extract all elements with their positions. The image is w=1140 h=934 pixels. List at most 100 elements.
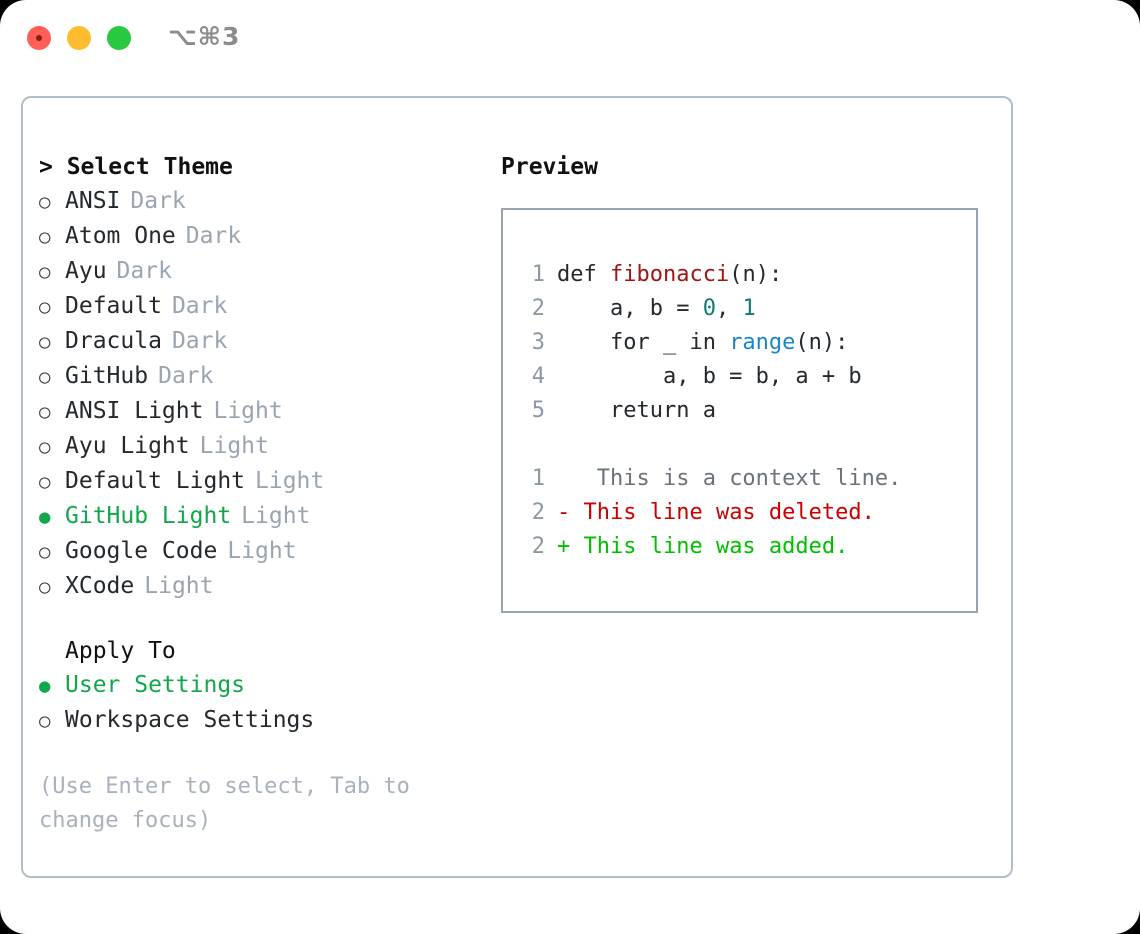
line-number: 1: [531, 262, 545, 287]
apply-to-header: Apply To: [65, 638, 176, 664]
help-text: (Use Enter to select, Tab to change focu…: [39, 774, 424, 833]
radio-unselected-icon: ○: [39, 710, 51, 732]
theme-item-default-light[interactable]: ○ Default Light Light: [39, 464, 479, 499]
theme-item-variant: Light: [241, 503, 311, 529]
code-text: a, b = 0, 1: [557, 292, 756, 326]
theme-item-variant: Light: [199, 433, 269, 459]
code-token: for _ in: [557, 330, 730, 355]
apply-to-item-user-settings[interactable]: ● User Settings: [39, 668, 479, 703]
radio-selected-icon: ●: [39, 675, 51, 697]
radio-unselected-icon: ○: [39, 366, 51, 388]
code-token: ,: [715, 296, 743, 321]
line-number: 1: [531, 466, 545, 491]
theme-item-default[interactable]: ○ Default Dark: [39, 289, 479, 324]
radio-unselected-icon: ○: [39, 401, 51, 423]
code-token: range: [729, 330, 796, 355]
theme-item-dracula[interactable]: ○ Dracula Dark: [39, 324, 479, 359]
theme-item-variant: Light: [144, 573, 214, 599]
line-number: 5: [531, 398, 545, 423]
code-token: 0: [702, 296, 716, 321]
code-text: def fibonacci(n):: [557, 258, 782, 292]
code-line: 5 return a: [519, 394, 901, 428]
theme-item-label: Atom One: [65, 223, 176, 249]
theme-item-ansi-light[interactable]: ○ ANSI Light Light: [39, 394, 479, 429]
diff-text: This line was deleted.: [570, 500, 875, 525]
theme-item-ayu[interactable]: ○ Ayu Dark: [39, 254, 479, 289]
theme-item-label: Ayu Light: [65, 433, 190, 459]
code-diff-separator: [519, 428, 901, 462]
radio-unselected-icon: ○: [39, 226, 51, 248]
theme-list-header: > Select Theme: [39, 154, 233, 180]
code-line: 1 def fibonacci(n):: [519, 258, 901, 292]
theme-item-label: ANSI: [65, 188, 121, 214]
code-token: 1: [742, 296, 756, 321]
line-number: 2: [531, 500, 545, 525]
theme-item-label: Default Light: [65, 468, 246, 494]
diff-marker: -: [557, 500, 571, 525]
theme-item-variant: Light: [255, 468, 325, 494]
radio-unselected-icon: ○: [39, 576, 51, 598]
line-number: 3: [531, 330, 545, 355]
line-number: 2: [531, 534, 545, 559]
zoom-button[interactable]: [107, 26, 131, 50]
diff-text: This line was added.: [570, 534, 849, 559]
code-token: def: [557, 262, 610, 287]
theme-item-variant: Light: [227, 538, 297, 564]
apply-to-item-label: User Settings: [65, 672, 246, 698]
radio-unselected-icon: ○: [39, 261, 51, 283]
theme-item-variant: Dark: [171, 328, 228, 354]
code-token: return a: [557, 398, 716, 423]
preview-title: Preview: [501, 154, 598, 180]
theme-item-label: Default: [65, 293, 162, 319]
theme-item-label: GitHub: [65, 363, 149, 389]
close-button[interactable]: [27, 26, 51, 50]
theme-item-variant: Light: [213, 398, 283, 424]
theme-item-variant: Dark: [185, 223, 242, 249]
theme-item-variant: Dark: [130, 188, 186, 214]
theme-item-github-light[interactable]: ● GitHub Light Light: [39, 499, 479, 534]
theme-item-label: XCode: [65, 573, 135, 599]
line-number: 4: [531, 364, 545, 389]
theme-item-xcode[interactable]: ○ XCode Light: [39, 569, 479, 604]
code-line: 4 a, b = b, a + b: [519, 360, 901, 394]
diff-text: This is a context line.: [570, 466, 902, 491]
diff-line-del: 2- This line was deleted.: [519, 496, 901, 530]
apply-to-list: ● User Settings ○Workspace Settings: [39, 668, 479, 738]
code-text: for _ in range(n):: [557, 326, 848, 360]
code-line: 3 for _ in range(n):: [519, 326, 901, 360]
theme-item-ansi[interactable]: ○ ANSI Dark: [39, 184, 479, 219]
radio-unselected-icon: ○: [39, 296, 51, 318]
code-token: (n):: [729, 262, 783, 287]
code-token: a, b =: [557, 296, 703, 321]
code-text: return a: [557, 394, 716, 428]
traffic-lights: [27, 26, 131, 50]
diff-marker: +: [557, 534, 571, 559]
code-token: (n):: [795, 330, 849, 355]
theme-item-label: Ayu: [65, 258, 107, 284]
theme-item-label: ANSI Light: [65, 398, 204, 424]
radio-unselected-icon: ○: [39, 471, 51, 493]
minimize-button[interactable]: [67, 26, 91, 50]
theme-item-variant: Dark: [116, 258, 172, 284]
keyboard-shortcut-label: ⌥⌘3: [168, 22, 241, 51]
theme-item-label: Dracula: [65, 328, 162, 354]
line-number: 2: [531, 296, 545, 321]
code-text: a, b = b, a + b: [557, 360, 862, 394]
radio-unselected-icon: ○: [39, 191, 51, 213]
apply-to-item-workspace-settings[interactable]: ○Workspace Settings: [39, 703, 479, 738]
theme-item-label: GitHub Light: [65, 503, 232, 529]
radio-selected-icon: ●: [39, 506, 51, 528]
theme-item-atom-one[interactable]: ○ Atom One Dark: [39, 219, 479, 254]
radio-unselected-icon: ○: [39, 331, 51, 353]
theme-item-variant: Dark: [171, 293, 228, 319]
code-token: a, b = b, a + b: [557, 364, 862, 389]
radio-unselected-icon: ○: [39, 541, 51, 563]
